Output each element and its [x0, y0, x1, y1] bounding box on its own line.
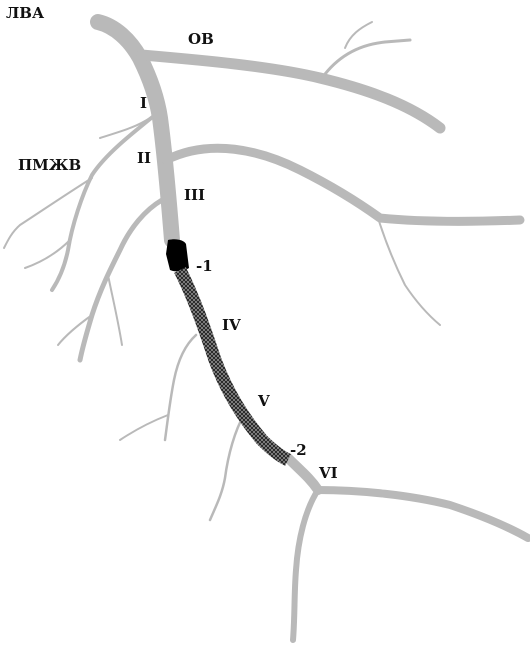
label-segment-ii: II: [137, 149, 152, 167]
pmzhv-sub-branch: [99, 117, 151, 139]
iii-sub-branch: [107, 274, 123, 346]
diagonal-sub-branch: [294, 167, 346, 199]
lad-distal: [283, 453, 323, 495]
diagonal-branch-iii: [77, 197, 165, 363]
stent-segment: [174, 267, 292, 466]
ov-sub-branch: [344, 21, 373, 49]
lad-distal-branch: [290, 487, 321, 643]
label-segment-iii: III: [184, 186, 206, 204]
ov-sub-branch: [320, 38, 412, 80]
branch-iv: [163, 333, 198, 442]
label-segment-i: I: [140, 94, 148, 112]
label-segment-vi: VI: [319, 464, 338, 482]
ov-branch: [136, 49, 446, 134]
label-marker-1: -1: [196, 257, 213, 275]
label-segment-v: V: [258, 392, 270, 410]
pmzhv-branch: [50, 113, 157, 292]
label-marker-2: -2: [290, 441, 307, 459]
label-pmzhv: ПМЖВ: [18, 156, 82, 174]
iii-sub-branch: [57, 314, 93, 346]
branch-iv-sub: [119, 414, 169, 441]
label-ov: ОВ: [188, 30, 214, 48]
diagonal-sub-branch: [377, 217, 441, 326]
branch-v: [208, 413, 246, 522]
diagonal-branch-ii: [161, 143, 525, 226]
pmzhv-sub-branch: [3, 177, 93, 249]
lad-distal-branch: [314, 486, 530, 542]
pmzhv-sub-branch: [24, 239, 71, 269]
label-segment-iv: IV: [222, 316, 241, 334]
lva-trunk: [90, 14, 180, 248]
label-lva: ЛВА: [6, 4, 45, 22]
occlusion-segment: [166, 239, 189, 272]
